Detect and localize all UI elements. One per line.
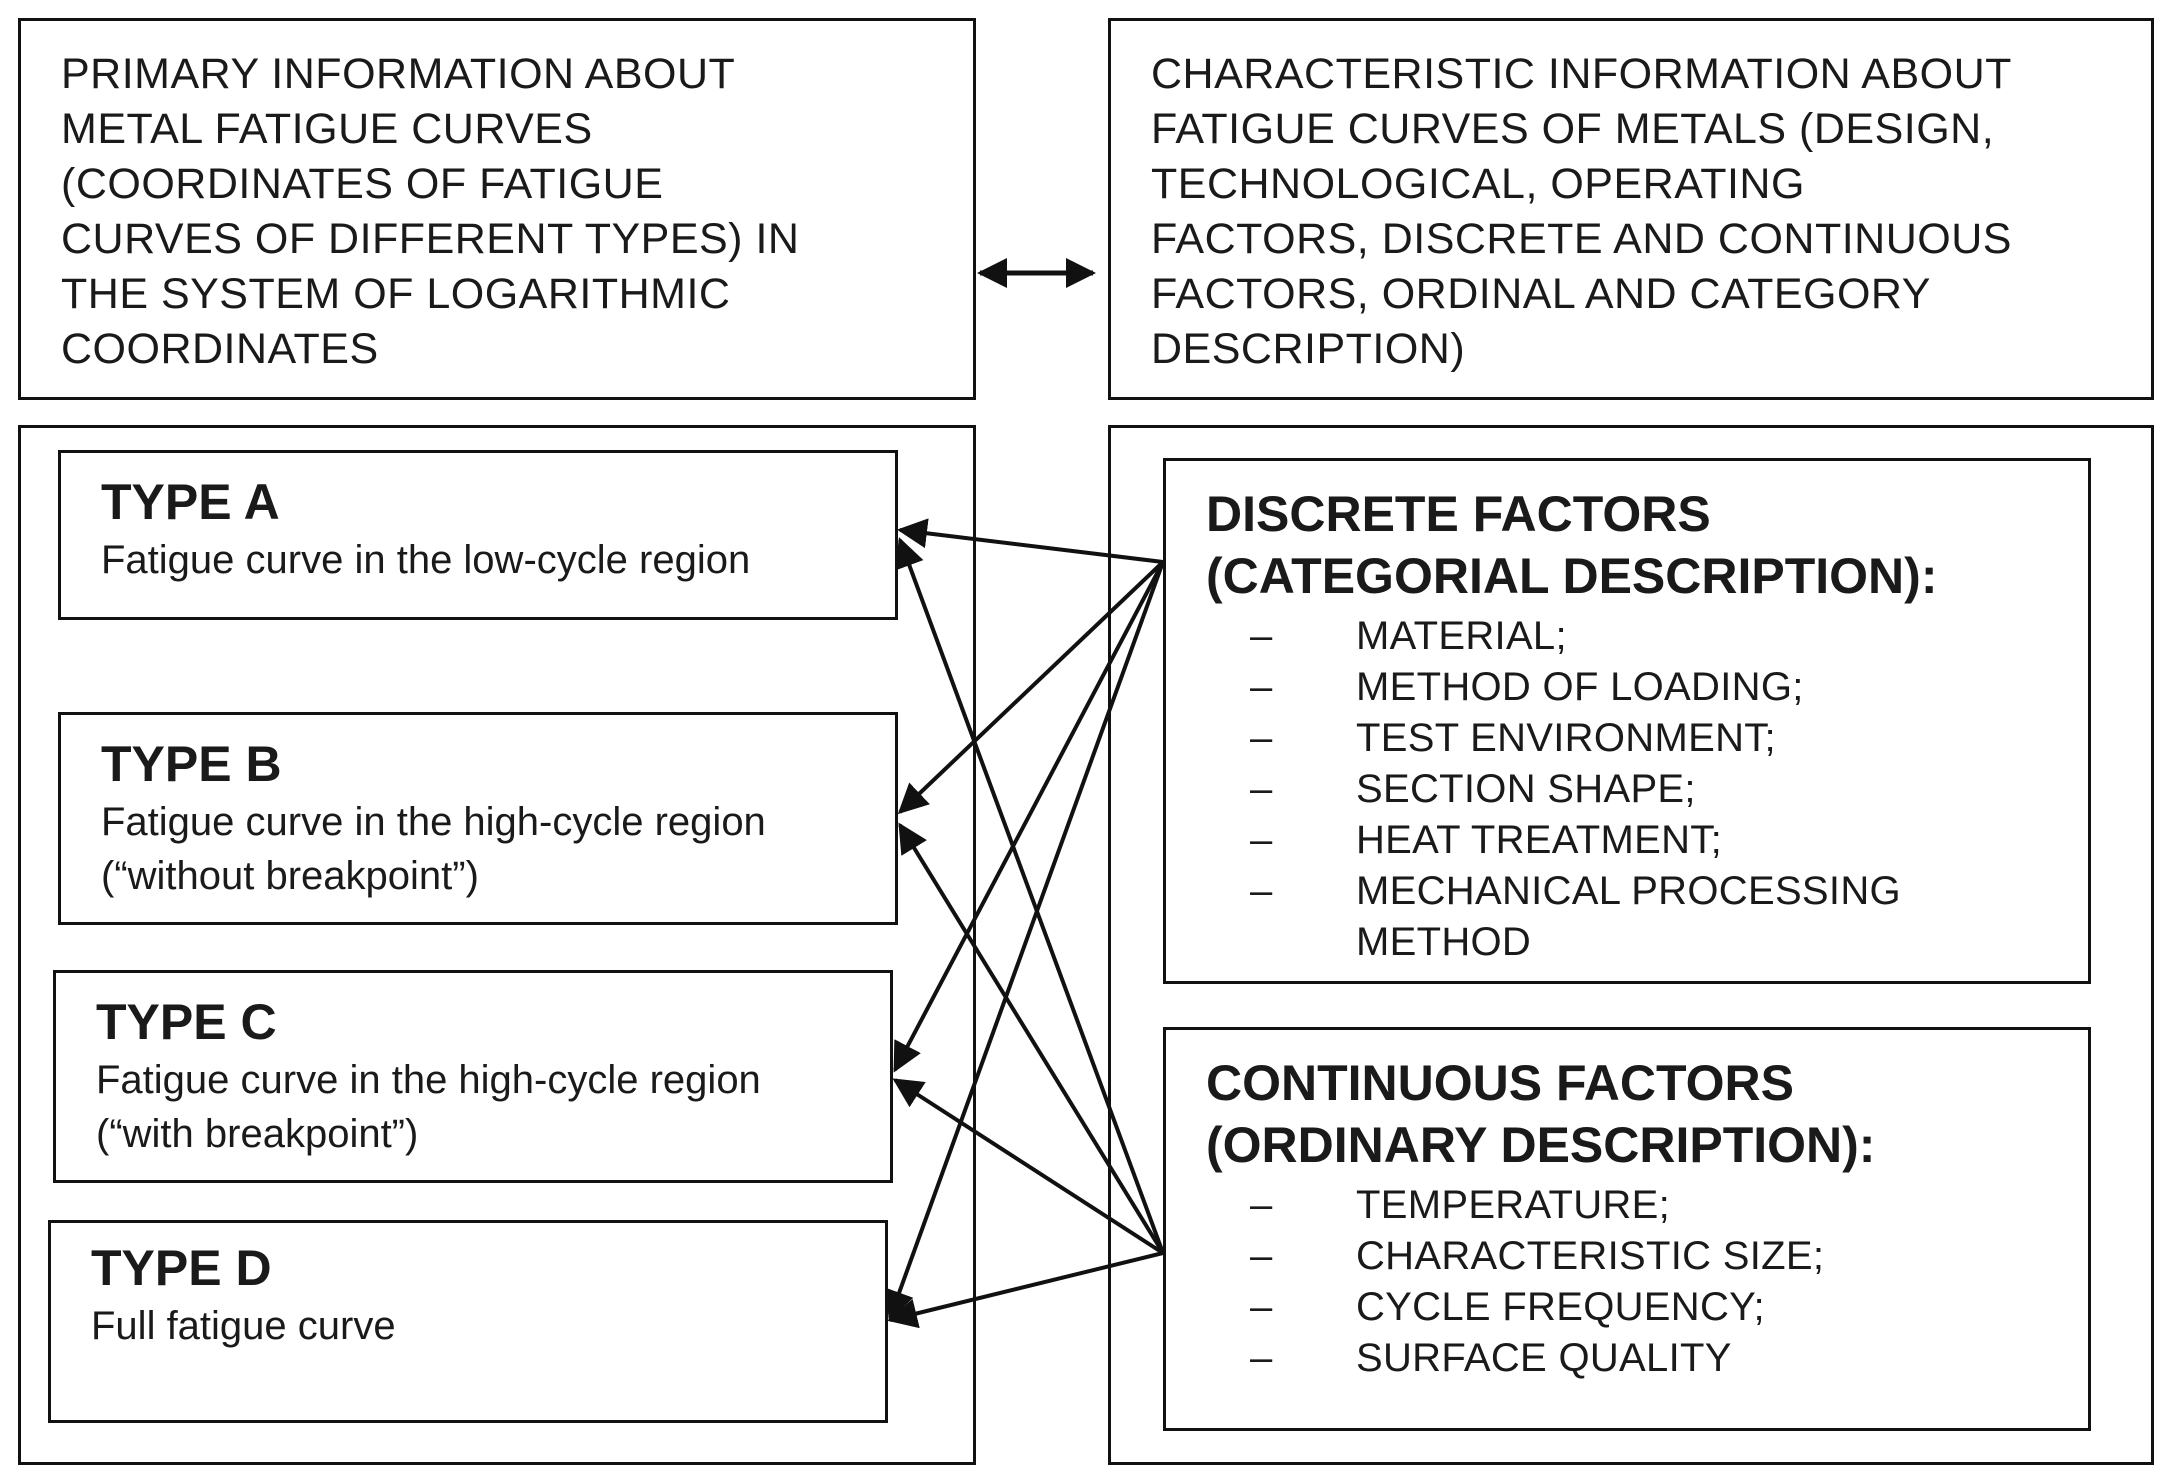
bullet-dash: –: [1250, 614, 1273, 658]
discrete-factor-item-continuation: METHOD: [1206, 917, 2078, 968]
bullet-dash: –: [1250, 1336, 1273, 1380]
continuous-factor-item: – TEMPERATURE;: [1206, 1180, 2078, 1231]
discrete-factor-item: – SECTION SHAPE;: [1206, 764, 2078, 815]
primary-info-text: PRIMARY INFORMATION ABOUT METAL FATIGUE …: [61, 50, 800, 373]
type-b-title: TYPE B: [101, 736, 282, 792]
bullet-dash: –: [1250, 1234, 1273, 1278]
bullet-dash: –: [1250, 869, 1273, 913]
continuous-factors-list: – TEMPERATURE; – CHARACTERISTIC SIZE; – CYC…: [1206, 1180, 2078, 1384]
discrete-factors-heading: DISCRETE FACTORS (CATEGORIAL DESCRIPTION…: [1206, 486, 1938, 604]
bullet-dash: –: [1250, 1183, 1273, 1227]
discrete-factors-box: DISCRETE FACTORS (CATEGORIAL DESCRIPTION…: [1163, 458, 2091, 984]
type-c-title: TYPE C: [96, 994, 277, 1050]
continuous-factor-label: CYCLE FREQUENCY;: [1356, 1285, 1765, 1329]
bullet-dash: –: [1250, 716, 1273, 760]
continuous-factor-item: – CHARACTERISTIC SIZE;: [1206, 1231, 2078, 1282]
discrete-factors-list: – MATERIAL; – METHOD OF LOADING; – TEST ENV…: [1206, 611, 2078, 968]
discrete-factor-item: – MATERIAL;: [1206, 611, 2078, 662]
characteristic-info-box: CHARACTERISTIC INFORMATION ABOUT FATIGUE…: [1108, 18, 2154, 400]
primary-info-box: PRIMARY INFORMATION ABOUT METAL FATIGUE …: [18, 18, 976, 400]
bullet-dash: –: [1250, 665, 1273, 709]
continuous-factor-item: – CYCLE FREQUENCY;: [1206, 1282, 2078, 1333]
discrete-factor-label: METHOD: [1356, 920, 1532, 964]
discrete-factor-label: METHOD OF LOADING;: [1356, 665, 1804, 709]
discrete-factor-item: – HEAT TREATMENT;: [1206, 815, 2078, 866]
type-a-box: TYPE A Fatigue curve in the low-cycle re…: [58, 450, 898, 620]
discrete-factor-label: MECHANICAL PROCESSING: [1356, 869, 1901, 913]
discrete-factor-label: SECTION SHAPE;: [1356, 767, 1696, 811]
type-a-title: TYPE A: [101, 474, 280, 530]
continuous-factor-label: SURFACE QUALITY: [1356, 1336, 1732, 1380]
type-b-description: Fatigue curve in the high-cycle region (…: [101, 800, 766, 898]
discrete-factor-item: – TEST ENVIRONMENT;: [1206, 713, 2078, 764]
discrete-factor-label: HEAT TREATMENT;: [1356, 818, 1723, 862]
bullet-dash: –: [1250, 1285, 1273, 1329]
type-d-box: TYPE D Full fatigue curve: [48, 1220, 888, 1423]
continuous-factor-item: – SURFACE QUALITY: [1206, 1333, 2078, 1384]
discrete-factor-label: TEST ENVIRONMENT;: [1356, 716, 1776, 760]
discrete-factor-item: – METHOD OF LOADING;: [1206, 662, 2078, 713]
continuous-factor-label: TEMPERATURE;: [1356, 1183, 1670, 1227]
type-d-description: Full fatigue curve: [91, 1304, 396, 1348]
type-d-title: TYPE D: [91, 1240, 272, 1296]
continuous-factors-heading: CONTINUOUS FACTORS (ORDINARY DESCRIPTION…: [1206, 1055, 1876, 1173]
type-a-description: Fatigue curve in the low-cycle region: [101, 538, 751, 582]
characteristic-info-text: CHARACTERISTIC INFORMATION ABOUT FATIGUE…: [1151, 50, 2012, 373]
type-c-description: Fatigue curve in the high-cycle region (…: [96, 1058, 761, 1156]
bullet-dash: –: [1250, 818, 1273, 862]
continuous-factors-box: CONTINUOUS FACTORS (ORDINARY DESCRIPTION…: [1163, 1027, 2091, 1431]
discrete-factor-item: – MECHANICAL PROCESSING: [1206, 866, 2078, 917]
type-c-box: TYPE C Fatigue curve in the high-cycle r…: [53, 970, 893, 1183]
bullet-dash: –: [1250, 767, 1273, 811]
type-b-box: TYPE B Fatigue curve in the high-cycle r…: [58, 712, 898, 925]
discrete-factor-label: MATERIAL;: [1356, 614, 1567, 658]
continuous-factor-label: CHARACTERISTIC SIZE;: [1356, 1234, 1825, 1278]
